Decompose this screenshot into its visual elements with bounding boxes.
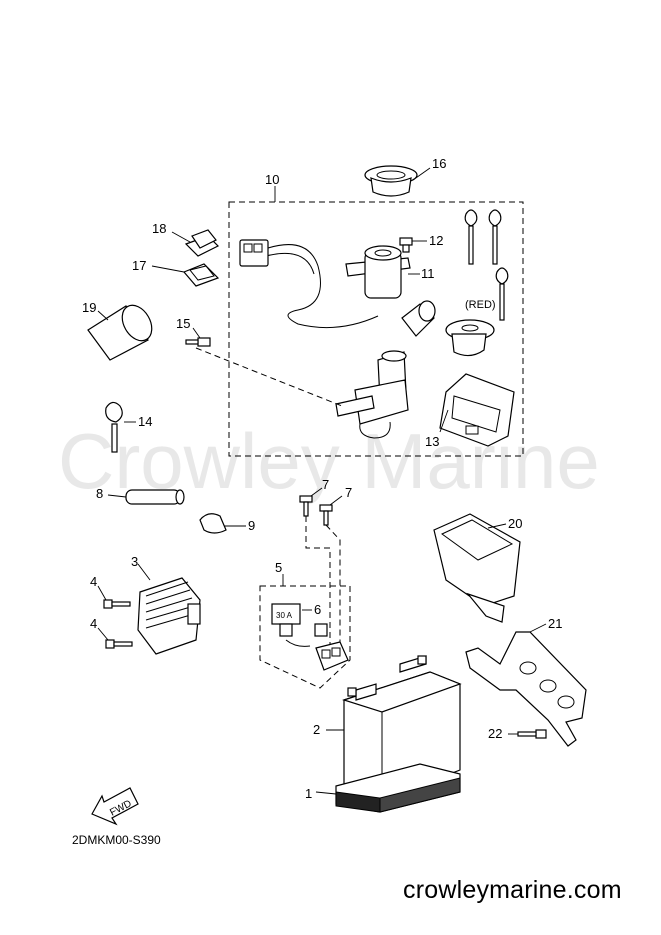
part-22-bolt <box>508 729 547 739</box>
lock-cylinder <box>401 300 436 337</box>
part-8-tube <box>107 489 185 505</box>
part-21-bracket <box>465 623 587 747</box>
part-16-cap <box>364 165 431 197</box>
part-20-cover <box>433 513 521 623</box>
callout-7b: 7 <box>345 485 352 500</box>
relay-box-5 <box>259 585 351 689</box>
callout-21: 21 <box>548 616 562 631</box>
callout-20: 20 <box>508 516 522 531</box>
callout-2: 2 <box>313 722 320 737</box>
part-18-clip <box>171 229 220 257</box>
main-switch-body <box>335 350 409 439</box>
callout-12: 12 <box>429 233 443 248</box>
diagram-code: 2DMKM00-S390 <box>72 833 161 847</box>
keys <box>464 209 509 321</box>
part-4-screws <box>97 585 133 649</box>
leader-15-dash <box>195 347 343 407</box>
part-1-pad <box>315 763 461 813</box>
callout-19: 19 <box>82 300 96 315</box>
part-11-ignition-switch <box>239 239 420 329</box>
assembly-box-10 <box>228 201 524 457</box>
red-note: (RED) <box>465 299 496 311</box>
part-14-key <box>105 401 136 453</box>
callout-5: 5 <box>275 560 282 575</box>
callout-3: 3 <box>131 554 138 569</box>
callout-6: 6 <box>314 602 321 617</box>
part-17-holder <box>151 263 220 287</box>
callout-4a: 4 <box>90 574 97 589</box>
fuse-label: 30 A <box>276 611 293 620</box>
callout-9: 9 <box>248 518 255 533</box>
fwd-arrow-icon: FWD <box>91 787 139 826</box>
part-3-regulator <box>137 563 201 655</box>
callout-7a: 7 <box>322 477 329 492</box>
part-19-sleeve <box>87 304 153 361</box>
part-15-bolt <box>185 327 211 347</box>
callout-14: 14 <box>138 414 152 429</box>
part-7-bolts <box>299 487 343 650</box>
callout-22: 22 <box>488 726 502 741</box>
callout-1: 1 <box>305 786 312 801</box>
part-6-fuse: 30 A <box>271 603 349 671</box>
callout-15: 15 <box>176 316 190 331</box>
callout-13: 13 <box>425 434 439 449</box>
callout-16: 16 <box>432 156 446 171</box>
part-12-screw <box>399 237 427 253</box>
callout-labels: 1 2 3 4 4 5 6 7 7 8 9 10 11 12 13 14 15 … <box>82 156 562 801</box>
callout-10: 10 <box>265 172 279 187</box>
site-footer[interactable]: crowleymarine.com <box>403 876 622 904</box>
part-13-module <box>439 373 515 447</box>
cap-lock <box>445 319 495 357</box>
callout-17: 17 <box>132 258 146 273</box>
callout-11: 11 <box>421 266 435 281</box>
callout-18: 18 <box>152 221 166 236</box>
callout-4b: 4 <box>90 616 97 631</box>
callout-8: 8 <box>96 486 103 501</box>
part-9-clamp <box>199 513 246 534</box>
